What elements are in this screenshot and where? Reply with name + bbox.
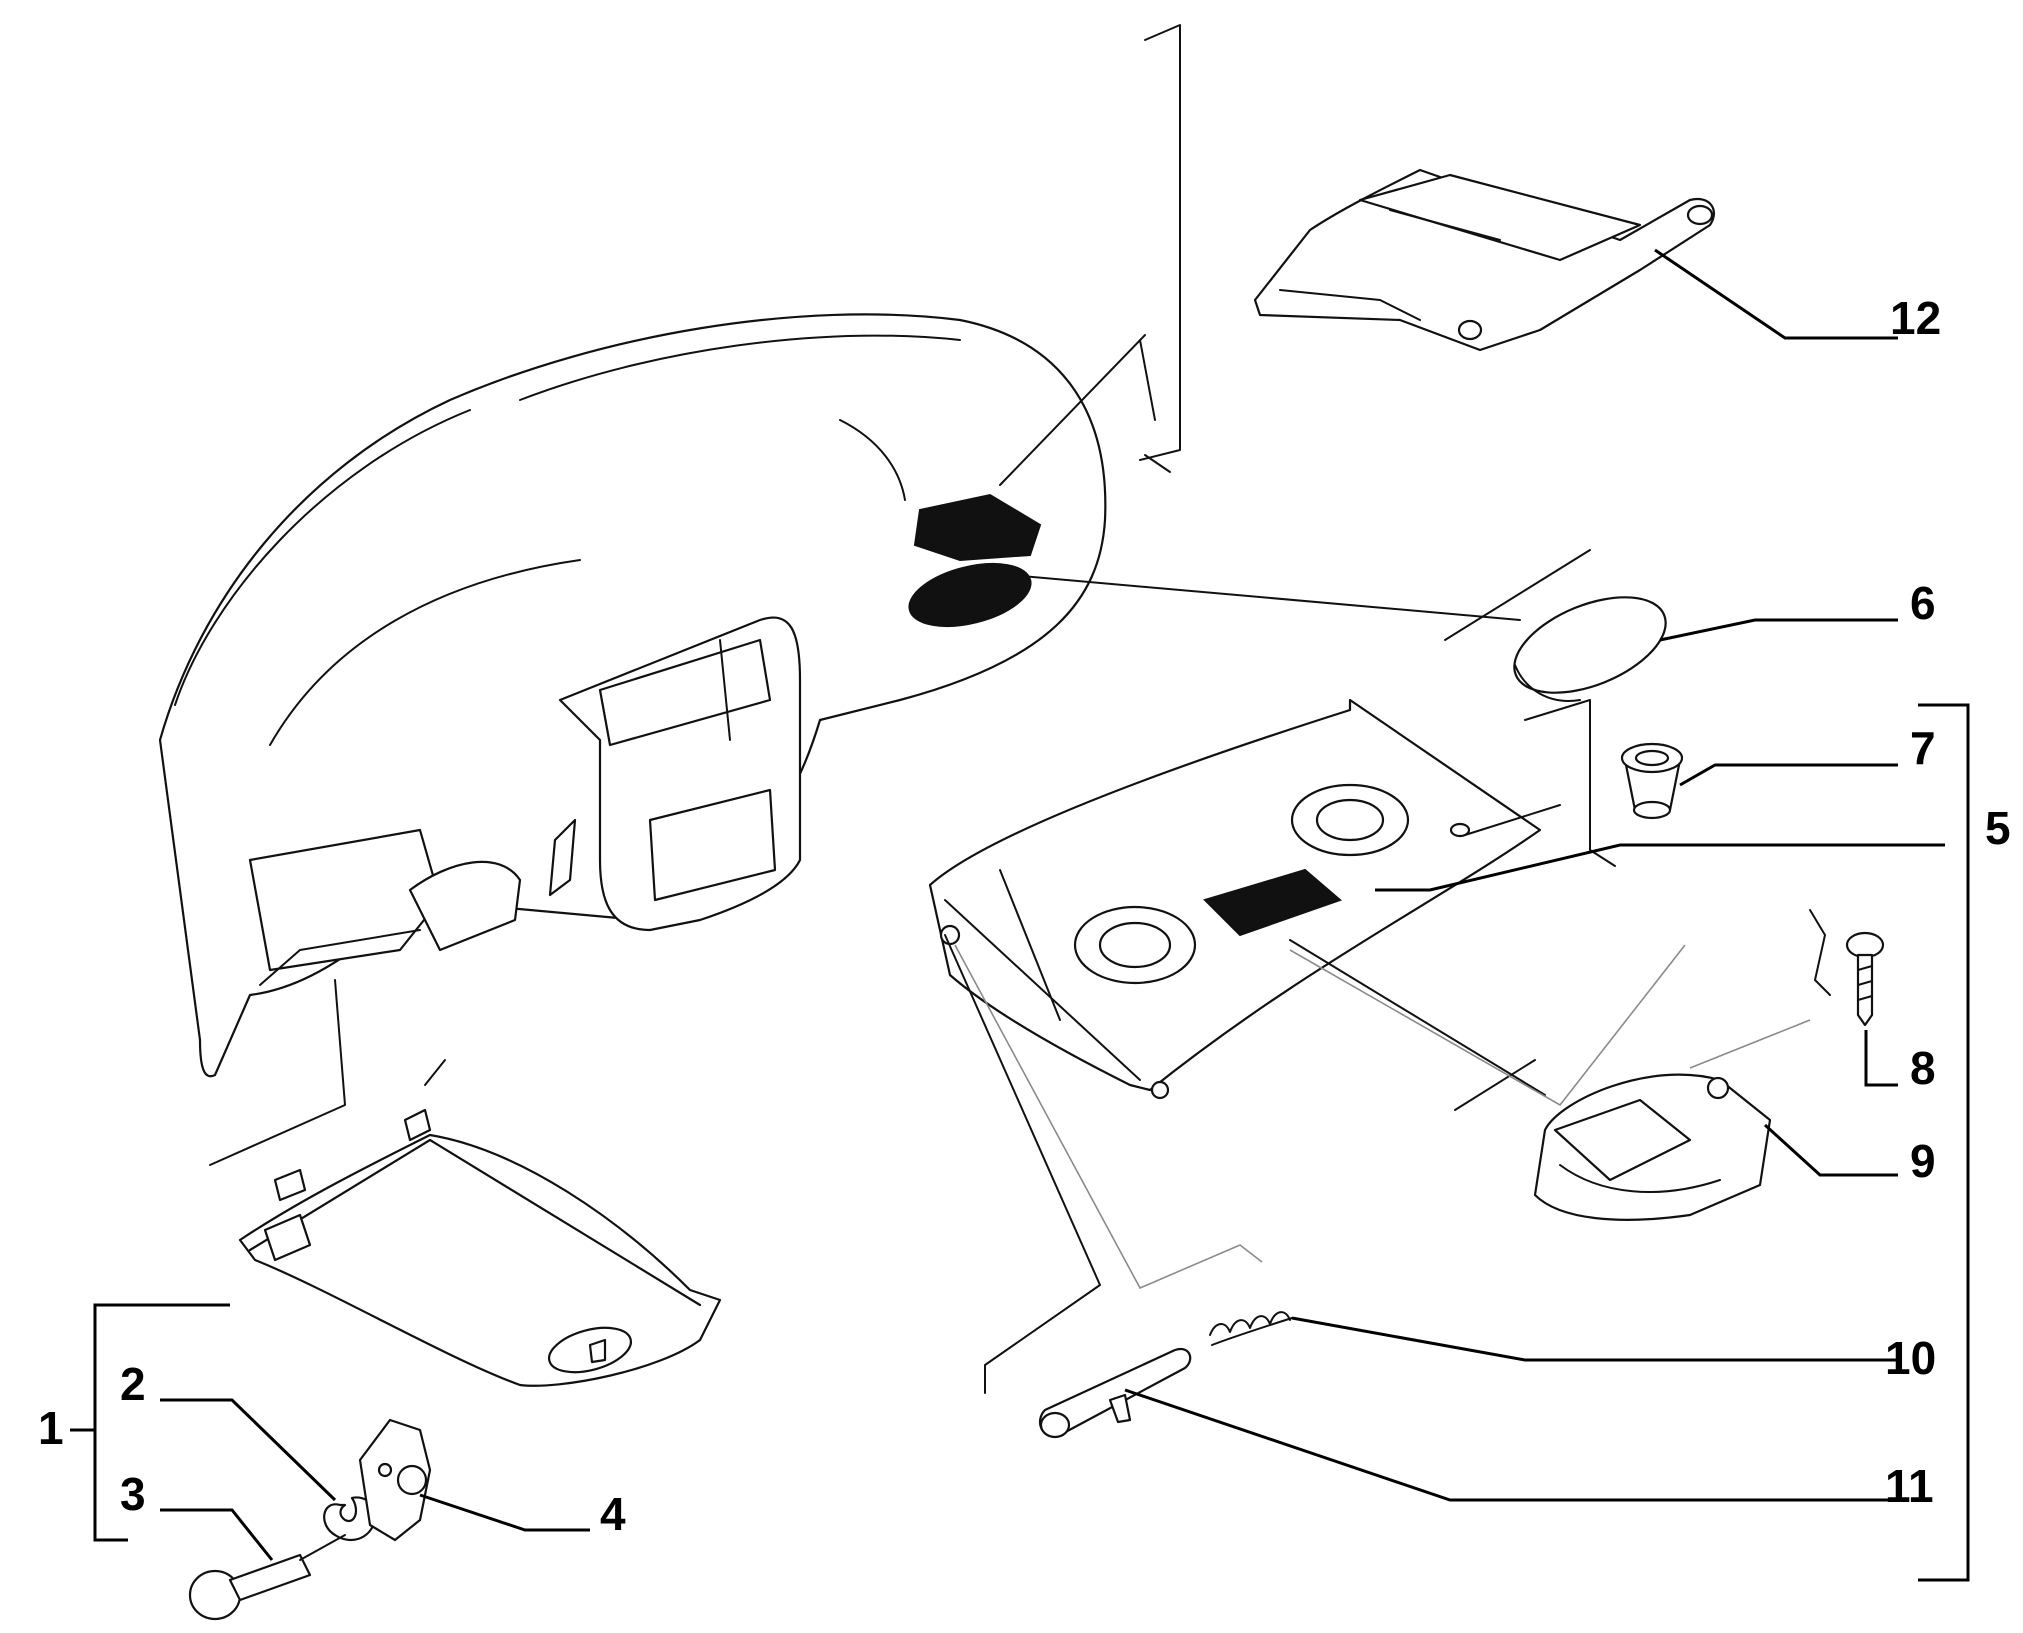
leader-8 — [1864, 1030, 1898, 1087]
dashboard-outline — [158, 313, 1107, 1078]
part-6-oval-cover — [1513, 596, 1667, 702]
leader-7 — [1679, 763, 1898, 787]
callout-11: 11 — [1885, 1460, 1934, 1512]
leader-12 — [1654, 248, 1898, 340]
callout-numbers: 1 2 3 4 5 6 7 8 9 10 11 12 — [38, 292, 2011, 1540]
callout-3: 3 — [120, 1468, 146, 1520]
callout-2: 2 — [120, 1358, 146, 1410]
leader-11 — [1124, 1388, 1898, 1502]
callout-7: 7 — [1910, 722, 1936, 774]
callout-12: 12 — [1890, 292, 1941, 344]
assembly-guide-lines — [209, 24, 1831, 1394]
callout-9: 9 — [1910, 1135, 1936, 1187]
part-5-tray — [928, 698, 1542, 1100]
leader-4 — [419, 1493, 590, 1532]
part-11-pin — [1038, 1347, 1192, 1439]
part-9-latch-housing — [1533, 1073, 1772, 1221]
leader-10 — [1291, 1316, 1898, 1362]
leader-bracket-5 — [1918, 703, 1970, 1582]
leader-3 — [160, 1508, 274, 1561]
callout-6: 6 — [1910, 577, 1936, 629]
callout-1: 1 — [38, 1402, 64, 1454]
leader-lines — [70, 248, 1970, 1582]
part-7-grommet — [1620, 742, 1684, 820]
part-3-lock-barrel — [188, 1534, 346, 1621]
part-10-spring — [1209, 1311, 1293, 1346]
leader-2 — [160, 1398, 337, 1502]
callout-4: 4 — [600, 1488, 626, 1540]
callout-5: 5 — [1985, 802, 2011, 854]
callout-10: 10 — [1885, 1332, 1936, 1384]
callout-8: 8 — [1910, 1042, 1936, 1094]
part-4-latch-plate — [358, 1418, 432, 1542]
part-8-screw — [1845, 931, 1885, 1027]
leader-5 — [1375, 843, 1945, 892]
leader-6 — [1659, 618, 1898, 642]
leader-1 — [70, 1303, 230, 1542]
leader-9 — [1763, 1123, 1898, 1177]
part-1-glovebox-door — [238, 1108, 722, 1387]
part-12-bracket — [1253, 168, 1715, 352]
